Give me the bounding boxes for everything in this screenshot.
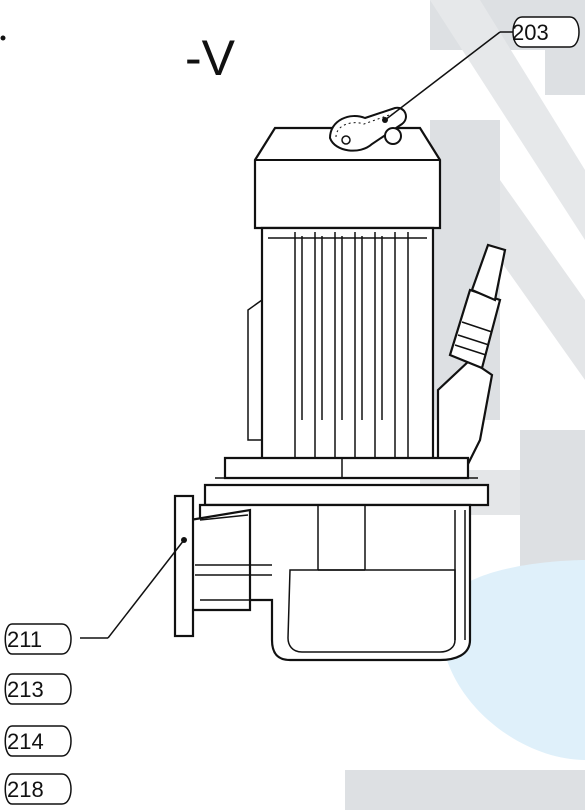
pump-flange — [203, 483, 490, 507]
watermark — [345, 0, 585, 810]
callout-label-211: 211 — [7, 627, 42, 652]
callout-214: 214 — [4, 725, 72, 757]
lifting-handle — [328, 106, 407, 152]
callout-211: 211 — [4, 539, 185, 655]
callout-218: 218 — [4, 773, 72, 805]
callout-label-203: 203 — [512, 20, 549, 45]
cooling-fins — [294, 232, 409, 458]
corner-mark — [0, 35, 6, 41]
callout-label-218: 218 — [7, 777, 44, 802]
discharge-pipe — [188, 508, 252, 612]
volute-casing — [198, 503, 472, 662]
cable-entry — [436, 243, 507, 472]
discharge-flange — [173, 494, 195, 638]
callout-213: 213 — [4, 673, 72, 705]
callout-203: 203 — [382, 16, 580, 123]
motor-flange — [223, 456, 470, 480]
view-title: -V — [185, 30, 236, 86]
callout-label-214: 214 — [7, 729, 44, 754]
callout-label-213: 213 — [7, 677, 44, 702]
